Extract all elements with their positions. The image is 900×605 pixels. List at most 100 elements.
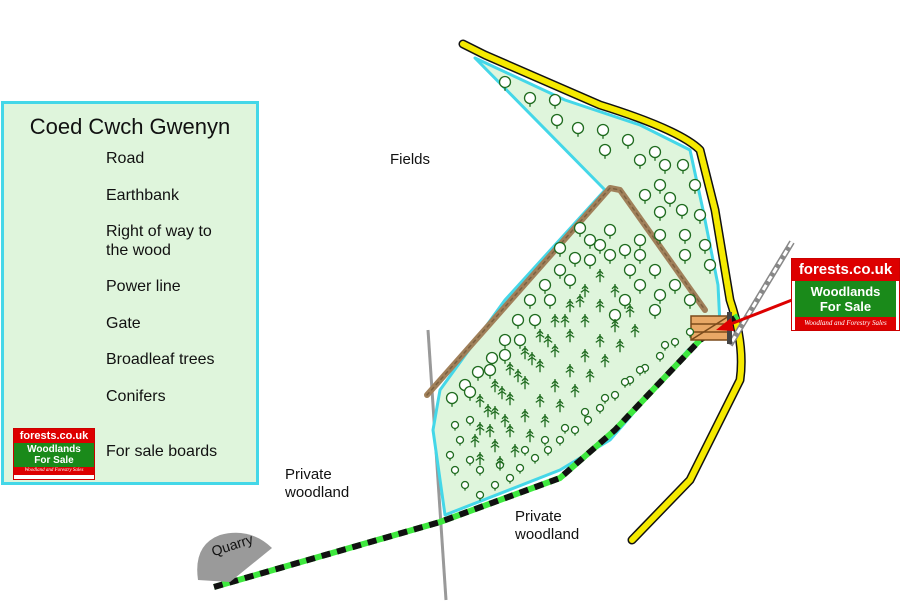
conifer-tree-icon xyxy=(510,444,520,458)
broadleaf-tree-icon xyxy=(465,415,475,426)
broadleaf-tree-icon xyxy=(553,241,567,257)
conifer-tree-icon xyxy=(580,349,590,363)
legend-label-conifers: Conifers xyxy=(106,388,166,405)
broadleaf-tree-icon xyxy=(600,393,610,404)
conifer-tree-icon xyxy=(585,369,595,383)
broadleaf-tree-icon xyxy=(543,445,553,456)
broadleaf-tree-icon xyxy=(513,333,527,349)
broadleaf-tree-icon xyxy=(523,91,537,107)
conifer-tree-icon xyxy=(535,394,545,408)
broadleaf-tree-icon xyxy=(668,278,682,294)
conifer-tree-icon xyxy=(475,452,485,466)
broadleaf-tree-icon xyxy=(450,420,460,431)
broadleaf-tree-icon xyxy=(445,450,455,461)
broadleaf-tree-icon xyxy=(618,243,632,259)
conifer-tree-icon xyxy=(555,399,565,413)
conifer-tree-icon xyxy=(550,344,560,358)
conifer-tree-icon xyxy=(580,314,590,328)
broadleaf-tree-icon xyxy=(698,238,712,254)
legend-board-tagline: Woodland and Forestry Sales xyxy=(14,467,94,475)
conifer-tree-icon xyxy=(560,314,570,328)
broadleaf-tree-icon xyxy=(685,327,695,338)
broadleaf-tree-icon xyxy=(498,333,512,349)
legend-board-brand: forests.co.uk xyxy=(14,429,94,443)
gate-icon xyxy=(690,312,732,344)
conifer-tree-icon xyxy=(595,334,605,348)
conifer-tree-icon xyxy=(630,324,640,338)
label-private-woodland-bottom: Private woodland xyxy=(515,508,580,543)
legend-label-right-of-way: Right of way to the wood xyxy=(106,223,212,259)
broadleaf-tree-icon xyxy=(528,313,542,329)
broadleaf-tree-icon xyxy=(635,365,645,376)
broadleaf-tree-icon xyxy=(540,435,550,446)
conifer-tree-icon xyxy=(475,422,485,436)
broadleaf-tree-icon xyxy=(683,293,697,309)
earthbank xyxy=(424,185,708,398)
conifer-tree-icon xyxy=(570,384,580,398)
board-pointer-arrow xyxy=(716,298,793,331)
conifer-tree-icon xyxy=(525,429,535,443)
broadleaf-tree-icon xyxy=(450,465,460,476)
conifer-tree-icon xyxy=(565,329,575,343)
broadleaf-tree-icon xyxy=(621,133,635,149)
broadleaf-tree-icon xyxy=(593,238,607,254)
broadleaf-tree-icon xyxy=(523,293,537,309)
legend-label-road: Road xyxy=(106,150,145,167)
legend-label-power-line: Power line xyxy=(106,278,181,295)
broadleaf-tree-icon xyxy=(688,178,702,194)
broadleaf-tree-icon xyxy=(563,273,577,289)
broadleaf-tree-icon xyxy=(633,248,647,264)
broadleaf-tree-icon xyxy=(570,425,580,436)
conifer-tree-icon xyxy=(485,424,495,438)
conifer-tree-icon xyxy=(490,406,500,420)
broadleaf-tree-icon xyxy=(483,363,497,379)
board-headline: Woodlands For Sale xyxy=(795,281,896,317)
broadleaf-tree-icon xyxy=(596,123,610,139)
broadleaf-tree-icon xyxy=(543,293,557,309)
legend-board-headline: Woodlands For Sale xyxy=(14,443,94,467)
legend-label-earthbank: Earthbank xyxy=(106,187,179,204)
broadleaf-tree-icon xyxy=(475,465,485,476)
broadleaf-tree-icon xyxy=(598,143,612,159)
conifer-tree-icon xyxy=(513,369,523,383)
conifer-tree-icon xyxy=(490,379,500,393)
broadleaf-tree-icon xyxy=(550,113,564,129)
broadleaf-tree-icon xyxy=(520,445,530,456)
broadleaf-tree-icon xyxy=(595,403,605,414)
broadleaf-tree-icon xyxy=(678,228,692,244)
broadleaf-tree-icon xyxy=(490,480,500,491)
conifer-tree-icon xyxy=(565,299,575,313)
conifer-tree-icon xyxy=(520,409,530,423)
broadleaf-tree-icon xyxy=(633,233,647,249)
broadleaf-tree-icon xyxy=(571,121,585,137)
broadleaf-tree-icon xyxy=(471,365,485,381)
conifer-tree-icon xyxy=(470,434,480,448)
broadleaf-tree-icon xyxy=(653,205,667,221)
broadleaf-tree-icon xyxy=(583,253,597,269)
conifer-tree-icon xyxy=(535,359,545,373)
conifer-tree-icon xyxy=(625,304,635,318)
broadleaf-tree-icon xyxy=(610,390,620,401)
conifer-tree-icon xyxy=(490,439,500,453)
tree-layer xyxy=(445,75,717,501)
broadleaf-tree-icon xyxy=(455,435,465,446)
broadleaf-tree-icon xyxy=(511,313,525,329)
conifer-tree-icon xyxy=(535,329,545,343)
legend-title: Coed Cwch Gwenyn xyxy=(29,114,231,139)
broadleaf-tree-icon xyxy=(620,377,630,388)
broadleaf-tree-icon xyxy=(660,340,670,351)
conifer-tree-icon xyxy=(505,392,515,406)
broadleaf-tree-icon xyxy=(653,178,667,194)
road xyxy=(458,39,746,545)
board-brand: forests.co.uk xyxy=(792,259,899,281)
broadleaf-tree-icon xyxy=(693,208,707,224)
broadleaf-tree-icon xyxy=(678,248,692,264)
label-fields: Fields xyxy=(390,151,431,168)
conifer-tree-icon xyxy=(580,284,590,298)
broadleaf-tree-icon xyxy=(498,348,512,364)
broadleaf-tree-icon xyxy=(648,263,662,279)
conifer-tree-icon xyxy=(595,269,605,283)
broadleaf-tree-icon xyxy=(568,251,582,267)
broadleaf-tree-icon xyxy=(548,93,562,109)
quarry xyxy=(197,532,272,582)
